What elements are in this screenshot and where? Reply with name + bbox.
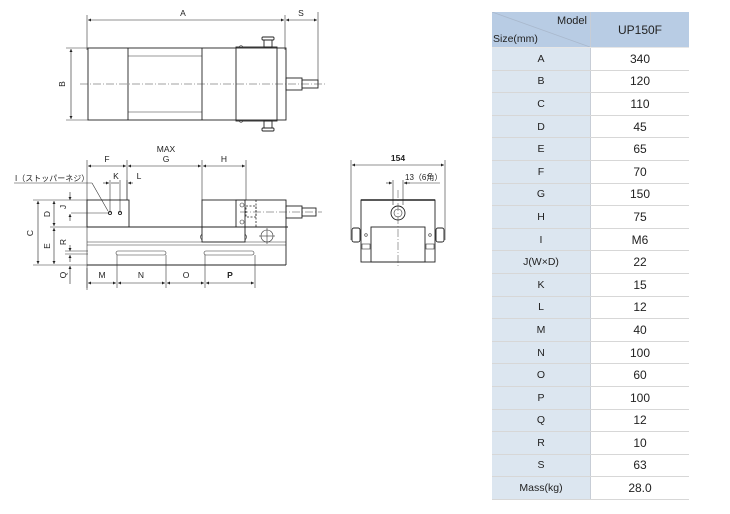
dim-label-d: D [42,211,52,217]
table-header-row: Model Size(mm) UP150F [492,12,689,48]
dim-label-k: K [113,171,119,181]
row-key: C [492,92,591,116]
dim-label-o: O [183,270,190,280]
size-header-label: Size(mm) [493,33,538,45]
row-key: K [492,273,591,297]
row-value: 45 [590,115,689,139]
row-value: 150 [590,183,689,207]
row-value: 120 [590,70,689,94]
dim-label-a: A [180,8,186,18]
row-value: 10 [590,431,689,455]
row-key: O [492,363,591,387]
row-key: Q [492,409,591,433]
row-value: 60 [590,363,689,387]
table-row: J(W×D)22 [492,250,689,274]
row-key: A [492,47,591,71]
row-key: S [492,454,591,478]
row-value: 110 [590,92,689,116]
row-key: L [492,296,591,320]
dim-label-e: E [42,243,52,249]
row-value: 22 [590,250,689,274]
dim-label-j: J [58,205,68,209]
row-key: B [492,70,591,94]
row-key: M [492,318,591,342]
end-view: 154 13（6角） [350,153,446,268]
row-value: 12 [590,409,689,433]
dim-label-s: S [298,8,304,18]
row-key: Mass(kg) [492,476,591,500]
side-view: MAX F G H K L I（ストッパーネジ） [14,144,322,290]
row-value: 100 [590,341,689,365]
header-corner-cell: Model Size(mm) [492,12,591,48]
row-value: 100 [590,386,689,410]
row-key: D [492,115,591,139]
dim-label-r: R [58,239,68,245]
diagonal-divider [492,12,590,47]
dim-label-c: C [25,230,35,236]
top-view: A S B [57,8,325,132]
row-value: M6 [590,228,689,252]
row-value: 70 [590,160,689,184]
row-key: P [492,386,591,410]
row-key: I [492,228,591,252]
end-width-label: 154 [391,153,405,163]
row-value: 75 [590,205,689,229]
row-value: 340 [590,47,689,71]
row-key: F [492,160,591,184]
row-value: 63 [590,454,689,478]
row-value: 40 [590,318,689,342]
row-key: E [492,137,591,161]
table-row: Mass(kg)28.0 [492,476,689,500]
dim-label-p: P [227,270,233,280]
dim-label-g: G [163,154,170,164]
row-key: N [492,341,591,365]
row-key: G [492,183,591,207]
row-key: J(W×D) [492,250,591,274]
row-value: 12 [590,296,689,320]
dim-label-f: F [104,154,109,164]
row-value: 65 [590,137,689,161]
model-name-cell: UP150F [590,12,689,48]
hex-size-label: 13（6角） [405,172,442,182]
dim-label-l: L [137,171,142,181]
stopper-screw-label: I（ストッパーネジ） [15,174,89,183]
dim-label-max: MAX [157,144,176,154]
model-header-label: Model [557,15,587,27]
dim-label-m: M [98,270,105,280]
row-key: H [492,205,591,229]
dim-label-h: H [221,154,227,164]
row-key: R [492,431,591,455]
row-value: 15 [590,273,689,297]
dim-label-q: Q [58,271,68,278]
vise-technical-drawing: A S B MAX F G H [14,8,446,290]
dim-label-n: N [138,270,144,280]
dim-label-b: B [57,81,67,87]
row-value: 28.0 [590,476,689,500]
